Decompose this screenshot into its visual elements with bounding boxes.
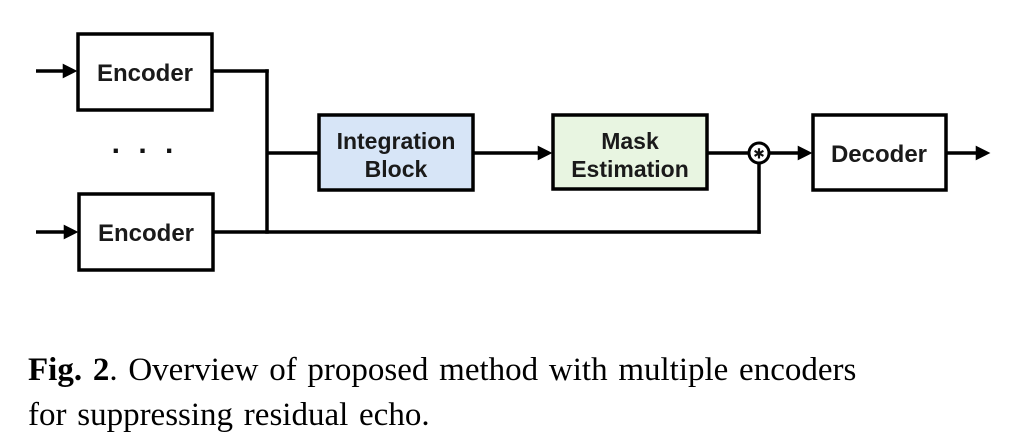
multiplier-asterisk-icon: ✱ (753, 147, 765, 163)
decoder-box (811, 113, 948, 192)
mask-estimation-label-line1: Mask (601, 128, 659, 154)
encoder-top-label: Encoder (97, 60, 193, 87)
encoder-bottom-box (77, 192, 215, 272)
integration-block-box (317, 113, 475, 192)
ellipsis-dots: . . . (112, 127, 179, 160)
figure-caption: Fig. 2. Overview of proposed method with… (28, 348, 1013, 438)
encoder-bottom-label: Encoder (98, 220, 194, 247)
mask-estimation-box (551, 113, 709, 191)
integration-block-label-line2: Block (365, 156, 428, 182)
caption-fig-label: Fig. 2 (28, 352, 110, 388)
caption-line1-text: . Overview of proposed method with multi… (109, 352, 857, 388)
encoder-top-box (76, 32, 214, 112)
block-diagram: Encoder Encoder . . . Integration Block … (36, 32, 991, 272)
multiplier-node-circle (747, 141, 771, 165)
mask-estimation-label-line2: Estimation (571, 156, 689, 182)
caption-line-2: for suppressing residual echo. (28, 397, 430, 433)
integration-block-label-line1: Integration (337, 128, 456, 154)
caption-line-1: Fig. 2. Overview of proposed method with… (28, 348, 1013, 393)
decoder-label: Decoder (831, 141, 927, 168)
